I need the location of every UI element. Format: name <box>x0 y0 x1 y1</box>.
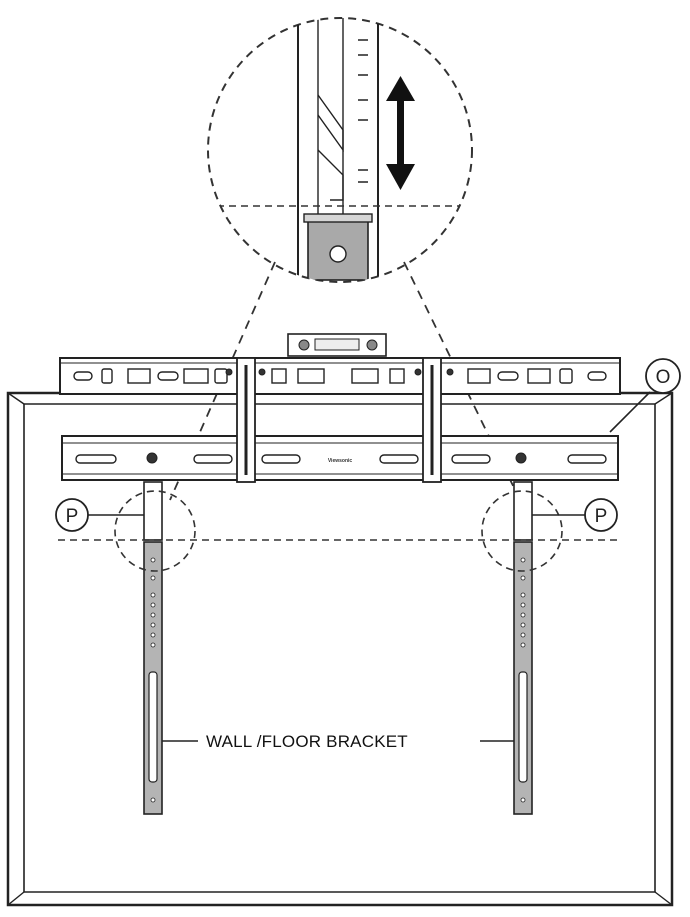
magnified-detail <box>207 17 473 283</box>
detail-circle-left <box>114 490 196 572</box>
display-rail: Viewsonic <box>61 435 619 481</box>
callout-o-label: O <box>656 367 671 388</box>
callout-p-left: P <box>55 498 144 532</box>
rail-brand-text: Viewsonic <box>328 458 353 464</box>
wall-floor-bracket-left <box>143 481 163 815</box>
bracket-holes <box>150 557 526 803</box>
bubble-level-icon <box>287 333 387 357</box>
wall-floor-bracket-label: WALL /FLOOR BRACKET <box>206 732 408 751</box>
adjust-arrow-icon <box>386 76 415 190</box>
detail-circle-right <box>481 490 563 572</box>
callout-o: O <box>609 358 681 433</box>
wall-floor-bracket-right <box>513 481 533 815</box>
callout-p-left-label: P <box>66 506 79 527</box>
bracket-label-group: WALL /FLOOR BRACKET <box>162 732 514 751</box>
top-wall-rail <box>59 333 621 395</box>
callout-p-right: P <box>532 498 618 532</box>
rail-hangers <box>146 357 527 483</box>
callout-p-right-label: P <box>595 506 608 527</box>
